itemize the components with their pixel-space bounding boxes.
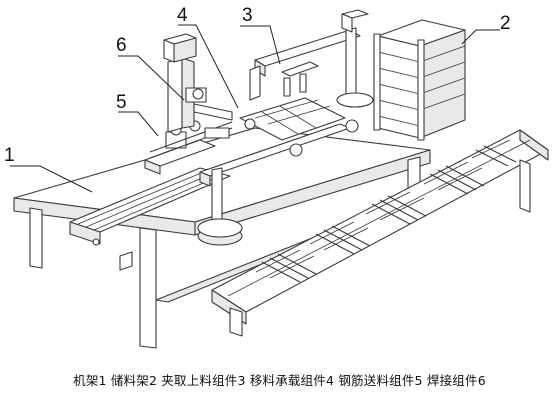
welder-arm (193, 103, 233, 121)
feed-rail-end-block (119, 251, 133, 271)
tray-leg-back (519, 159, 531, 213)
rack-shelf-3 (377, 83, 421, 95)
tray-mesh-3 (365, 191, 427, 225)
leader-1 (10, 165, 93, 193)
welder-head-side (173, 37, 197, 63)
tray-end-lip (519, 129, 549, 161)
feed-rail-front (69, 221, 101, 245)
carrier-grid-1 (254, 99, 319, 119)
feed-rail-groove-3 (93, 174, 223, 231)
rack-shelf-1 (377, 51, 421, 63)
rack-side-face (419, 29, 466, 139)
frame-leg-left (29, 207, 43, 269)
carrier-grid-4 (279, 105, 317, 129)
tray-mesh-1 (255, 249, 317, 283)
feed-rail-groove-2 (85, 172, 215, 228)
welder-head-front (163, 39, 175, 63)
callout-label-1: 1 (4, 145, 15, 166)
frame-side-edge (194, 149, 431, 236)
leader-5 (118, 111, 159, 137)
carrier-pillar-base-top (197, 218, 243, 238)
rack-side-shelf-2 (419, 61, 466, 79)
rack-post-corner (417, 39, 425, 141)
feed-rail-groove-1 (77, 170, 207, 225)
rack-side-shelf-1 (419, 45, 466, 63)
rack-side-shelf-4 (419, 93, 466, 111)
figure-caption: 机架1 储料架2 夹取上料组件3 移料承载组件4 钢筋送料组件5 焊接组件6 (73, 373, 486, 388)
carrier-grid-3 (261, 111, 299, 135)
leader-6 (118, 55, 185, 101)
callout-label-5: 5 (116, 92, 127, 113)
tray-mesh-5 (471, 139, 517, 167)
rack-shelf-4 (377, 99, 421, 111)
carrier-pillar (211, 167, 223, 225)
gripper-crossbeam (254, 29, 361, 67)
gripper-column-base (336, 92, 374, 108)
rack-top-frame (377, 19, 466, 47)
leader-lines (10, 24, 500, 193)
feeder-carriage-side (144, 159, 161, 175)
callout-label-6: 6 (116, 35, 127, 56)
welder-column (167, 57, 183, 133)
carrier-platform (239, 97, 346, 141)
welding-assembly (163, 33, 233, 133)
callout-label-3: 3 (242, 5, 253, 26)
tray-mesh-4 (423, 161, 485, 195)
feeder-guide (204, 127, 230, 139)
rebar-feeding-assembly (144, 120, 233, 175)
callout-label-2: 2 (500, 13, 511, 34)
gripper-carriage (281, 61, 319, 77)
rack-side-shelf-3 (419, 77, 466, 95)
gripper-column (345, 27, 357, 103)
carrier-grid-2 (267, 105, 331, 125)
gripping-loading-assembly (249, 9, 374, 108)
gripper-claw-right (299, 73, 307, 93)
rack-shelf-5 (377, 115, 421, 127)
leader-3 (240, 25, 281, 65)
output-tray (211, 129, 549, 337)
leader-2 (461, 29, 500, 45)
storage-rack (373, 19, 466, 141)
gripper-column-head (341, 13, 353, 33)
callout-label-4: 4 (177, 5, 188, 26)
leader-4 (178, 24, 239, 109)
frame-leg-front (139, 227, 157, 349)
carrier-wheel-3 (244, 118, 256, 130)
gripper-claw-left (283, 77, 291, 97)
rack-front-face (377, 35, 421, 139)
carrier-beam-side (199, 171, 211, 187)
carrier-wheel-2 (345, 119, 359, 133)
rack-shelf-2 (377, 67, 421, 79)
gripper-bracket (249, 65, 261, 101)
welder-electrode (192, 88, 204, 100)
transfer-carrier-assembly (197, 97, 359, 246)
feed-rail (69, 167, 231, 271)
carrier-wheel-1 (289, 143, 303, 157)
feed-rail-end-bolt (92, 238, 100, 246)
rack-post-front (373, 33, 381, 131)
tray-leg-front (229, 307, 243, 337)
tray-mesh-2 (309, 221, 371, 255)
feeder-rebar-1 (149, 121, 233, 153)
